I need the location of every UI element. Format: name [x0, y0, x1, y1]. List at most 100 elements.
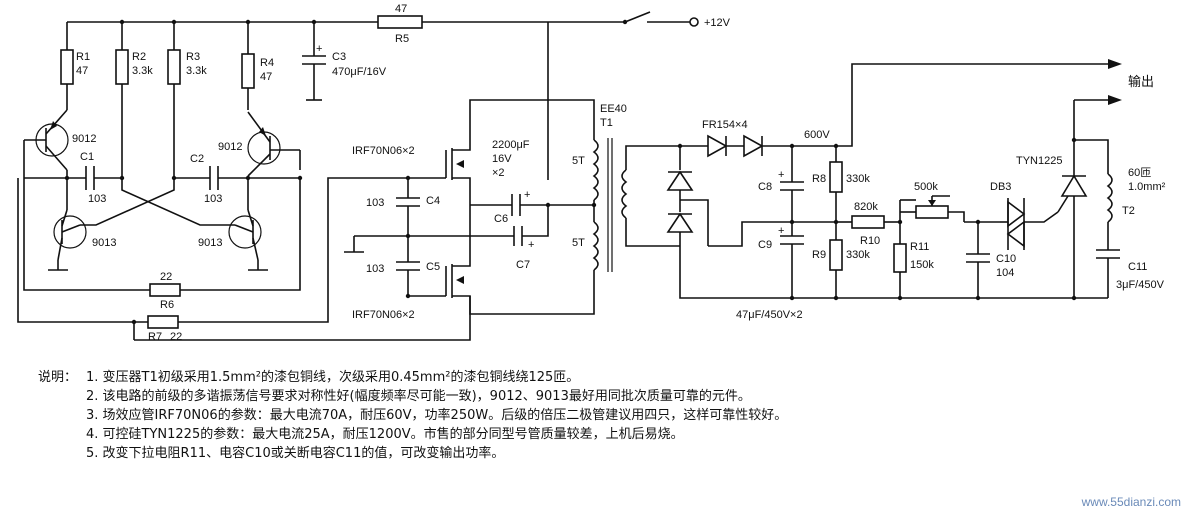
- svg-text:+: +: [778, 169, 784, 181]
- r8-label: R8: [812, 173, 826, 185]
- top-junctions: [119, 19, 317, 25]
- c6-label: C6: [494, 213, 508, 225]
- c10-value: 104: [996, 267, 1014, 279]
- c6-voltage: 16V: [492, 153, 512, 165]
- note-text: 3. 场效应管IRF70N06的参数：最大电流70A，耐压60V，功率250W。…: [86, 408, 788, 423]
- c11-label: C11: [1128, 261, 1147, 273]
- notes-section: 说明： 1. 变压器T1初级采用1.5mm²的漆包铜线，次级采用0.45mm²的漆…: [38, 368, 938, 463]
- c11-value: 3μF/450V: [1116, 279, 1165, 291]
- capacitor-c4: 103 C4: [366, 175, 440, 239]
- t1-core: EE40: [600, 103, 627, 115]
- t2-label: T2: [1122, 205, 1135, 217]
- r1-label: R1: [76, 51, 90, 63]
- r11-value: 150k: [910, 259, 934, 271]
- transistor-9013-left: 9013: [48, 170, 116, 271]
- c7-label: C7: [516, 259, 530, 271]
- svg-text:+: +: [524, 189, 530, 201]
- resistor-r9: R9 330k: [812, 219, 870, 298]
- capacitor-c2: C2 103: [174, 153, 300, 205]
- q4-label: 9013: [198, 237, 222, 249]
- transistor-9013-right: 9013: [198, 176, 268, 271]
- c2-value: 103: [204, 193, 222, 205]
- mosfet-top: IRF70N06×2: [352, 99, 548, 236]
- r10-value: 820k: [854, 201, 878, 213]
- cross-coupling: [80, 178, 235, 226]
- c3-value: 470μF/16V: [332, 66, 387, 78]
- capacitor-c11: C11 3μF/450V: [1096, 249, 1165, 298]
- resistor-r8: R8 330k: [812, 143, 870, 222]
- supply-rail: +12V: [67, 11, 731, 29]
- transistor-9012-right: 9012: [218, 111, 300, 177]
- c9-label: C9: [758, 239, 772, 251]
- r10-label: R10: [860, 235, 880, 247]
- c6-count: ×2: [492, 167, 505, 179]
- transistor-9012-left: 9012: [24, 109, 96, 171]
- c1-value: 103: [88, 193, 106, 205]
- potentiometer-500k: 500k: [900, 181, 965, 222]
- c8-label: C8: [758, 181, 772, 193]
- note-text: 1. 变压器T1初级采用1.5mm²的漆包铜线，次级采用0.45mm²的漆包铜线…: [86, 370, 580, 385]
- pot-value: 500k: [914, 181, 938, 193]
- c10-label: C10: [996, 253, 1016, 265]
- r7-value: 22: [170, 331, 182, 343]
- coil-t2: 60匝 1.0mm² T2: [1071, 137, 1166, 250]
- c4-value: 103: [366, 197, 384, 209]
- mosfet-bottom-label: IRF70N06×2: [352, 309, 415, 321]
- r5-value: 47: [395, 3, 407, 15]
- c5-value: 103: [366, 263, 384, 275]
- turns-bottom: 5T: [572, 237, 585, 249]
- capacitor-c3: + C3 470μF/16V: [302, 22, 387, 101]
- db3-label: DB3: [990, 181, 1011, 193]
- note-5: 5. 改变下拉电阻R11、电容C10或关断电容C11的值，可改变输出功率。: [38, 444, 938, 463]
- note-2: 2. 该电路的前级的多谐振荡信号要求对称性好(幅度频率尽可能一致)，9012、9…: [38, 387, 938, 406]
- svg-text:+: +: [316, 43, 322, 55]
- scr-tyn1225: TYN1225: [1016, 100, 1088, 298]
- capacitor-c6: + 2200μF 16V ×2 C6: [470, 22, 597, 225]
- supply-label: +12V: [704, 17, 731, 29]
- capacitor-c5: 103 C5: [366, 236, 440, 299]
- r4-label: R4: [260, 57, 274, 69]
- capacitor-c9: + C9: [708, 219, 836, 298]
- t1-label: T1: [600, 117, 613, 129]
- c6-value: 2200μF: [492, 139, 530, 151]
- note-text: 4. 可控硅TYN1225的参数：最大电流25A，耐压1200V。市售的部分同型…: [86, 427, 684, 442]
- diode-bridge: FR154×4: [666, 119, 836, 299]
- diac-db3: DB3: [990, 181, 1059, 250]
- output-label: 输出: [1128, 74, 1154, 89]
- c1-label: C1: [80, 151, 94, 163]
- t2-turns: 60匝: [1128, 167, 1151, 179]
- resistor-r1: R1 47: [60, 22, 90, 110]
- r9-label: R9: [812, 249, 826, 261]
- notes-prefix: 说明：: [38, 370, 78, 385]
- c2-label: C2: [190, 153, 204, 165]
- diodes-label: FR154×4: [702, 119, 748, 131]
- c5-label: C5: [426, 261, 440, 273]
- resistor-r11: R11 150k: [893, 200, 934, 298]
- resistor-r4: R4 47: [241, 22, 274, 110]
- mosfet-top-label: IRF70N06×2: [352, 145, 415, 157]
- note-1: 说明： 1. 变压器T1初级采用1.5mm²的漆包铜线，次级采用0.45mm²的漆…: [38, 368, 938, 387]
- r6-label: R6: [160, 299, 174, 311]
- note-text: 5. 改变下拉电阻R11、电容C10或关断电容C11的值，可改变输出功率。: [86, 446, 505, 461]
- r11-label: R11: [910, 241, 929, 253]
- tyn-label: TYN1225: [1016, 155, 1062, 167]
- output-leads: 600V 输出: [804, 59, 1154, 147]
- turns-top: 5T: [572, 155, 585, 167]
- r5-label: R5: [395, 33, 409, 45]
- r4-value: 47: [260, 71, 272, 83]
- r2-value: 3.3k: [132, 65, 153, 77]
- r9-value: 330k: [846, 249, 870, 261]
- resistor-r5: 47 R5: [377, 3, 423, 45]
- resistor-r3: R3 3.3k: [167, 22, 207, 178]
- c4-label: C4: [426, 195, 440, 207]
- svg-text:+: +: [778, 225, 784, 237]
- r3-value: 3.3k: [186, 65, 207, 77]
- r3-label: R3: [186, 51, 200, 63]
- t2-wire: 1.0mm²: [1128, 181, 1166, 193]
- capacitor-c10: C10 104: [964, 219, 1016, 298]
- note-4: 4. 可控硅TYN1225的参数：最大电流25A，耐压1200V。市售的部分同型…: [38, 425, 938, 444]
- transformer-t1: EE40 T1 5T 5T: [548, 99, 680, 272]
- r1-value: 47: [76, 65, 88, 77]
- q1-label: 9012: [72, 133, 96, 145]
- c3-label: C3: [332, 51, 346, 63]
